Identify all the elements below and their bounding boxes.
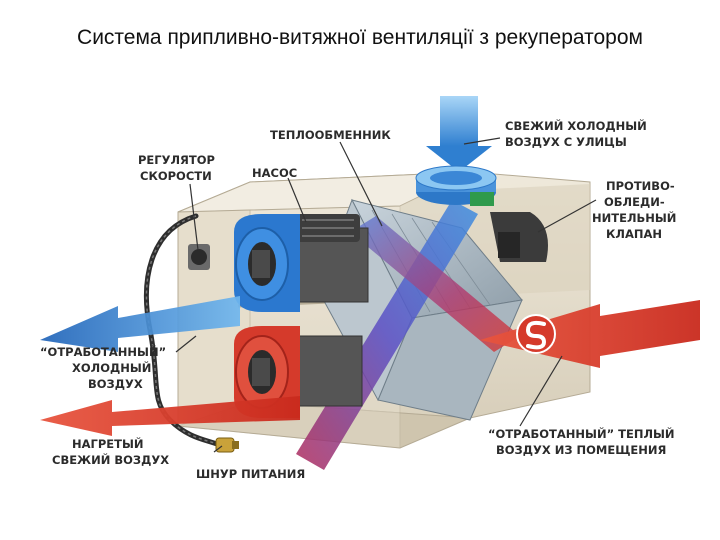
power-cord	[143, 213, 239, 453]
label-exhaust-warm-air: “ОТРАБОТАННЫЙ” ТЕПЛЫЙ ВОЗДУХ ИЗ ПОМЕЩЕНИ…	[488, 426, 675, 457]
exhaust-fan	[234, 326, 363, 418]
warm-room-air-arrow	[480, 300, 700, 368]
label-line: ПРОТИВО-	[606, 179, 675, 193]
label-line: КЛАПАН	[606, 227, 662, 241]
leader-lines	[175, 137, 597, 453]
label-line: СКОРОСТИ	[140, 169, 212, 183]
anti-icing-valve	[490, 212, 548, 262]
label-line: ТЕПЛООБМЕННИК	[270, 128, 391, 142]
label-line: ШНУР ПИТАНИЯ	[196, 467, 305, 481]
label-pump: НАСОС	[252, 166, 297, 180]
label-line: РЕГУЛЯТОР	[138, 153, 215, 167]
label-line: “ОТРАБОТАННЫЙ”	[40, 344, 166, 359]
supply-fan	[234, 214, 369, 312]
label-anti-icing-valve: ПРОТИВО- ОБЛЕДИ- НИТЕЛЬНЫЙ КЛАПАН	[592, 179, 676, 241]
label-line: НИТЕЛЬНЫЙ	[592, 210, 676, 225]
exhaust-air-diagonal-flow	[350, 216, 520, 352]
label-line: “ОТРАБОТАННЫЙ” ТЕПЛЫЙ	[488, 426, 675, 441]
intake-port	[415, 165, 497, 206]
label-exhaust-cold-air: “ОТРАБОТАННЫЙ” ХОЛОДНЫЙ ВОЗДУХ	[40, 344, 166, 391]
label-line: НАСОС	[252, 166, 297, 180]
label-line: НАГРЕТЫЙ	[72, 436, 144, 451]
label-line: ВОЗДУХ С УЛИЦЫ	[505, 135, 627, 149]
label-power-cord: ШНУР ПИТАНИЯ	[196, 467, 305, 481]
label-heated-fresh-air: НАГРЕТЫЙ СВЕЖИЙ ВОЗДУХ	[52, 436, 169, 467]
label-line: ВОЗДУХ ИЗ ПОМЕЩЕНИЯ	[496, 443, 666, 457]
label-heat-exchanger: ТЕПЛООБМЕННИК	[270, 128, 391, 142]
fresh-air-intake-arrow	[426, 96, 492, 172]
slide-title: Система припливно-витяжної вентиляції з …	[77, 26, 643, 49]
label-line: ВОЗДУХ	[88, 377, 143, 391]
label-line: ХОЛОДНЫЙ	[72, 360, 151, 375]
label-line: СВЕЖИЙ ВОЗДУХ	[52, 452, 169, 467]
label-speed-regulator: РЕГУЛЯТОР СКОРОСТИ	[138, 153, 215, 183]
label-fresh-cold-air: СВЕЖИЙ ХОЛОДНЫЙ ВОЗДУХ С УЛИЦЫ	[505, 118, 647, 149]
label-line: СВЕЖИЙ ХОЛОДНЫЙ	[505, 118, 647, 133]
speed-regulator-knob	[188, 244, 210, 270]
exhaust-cold-air-arrow	[40, 296, 240, 352]
label-line: ОБЛЕДИ-	[604, 195, 665, 209]
heated-fresh-air-arrow	[40, 396, 300, 436]
